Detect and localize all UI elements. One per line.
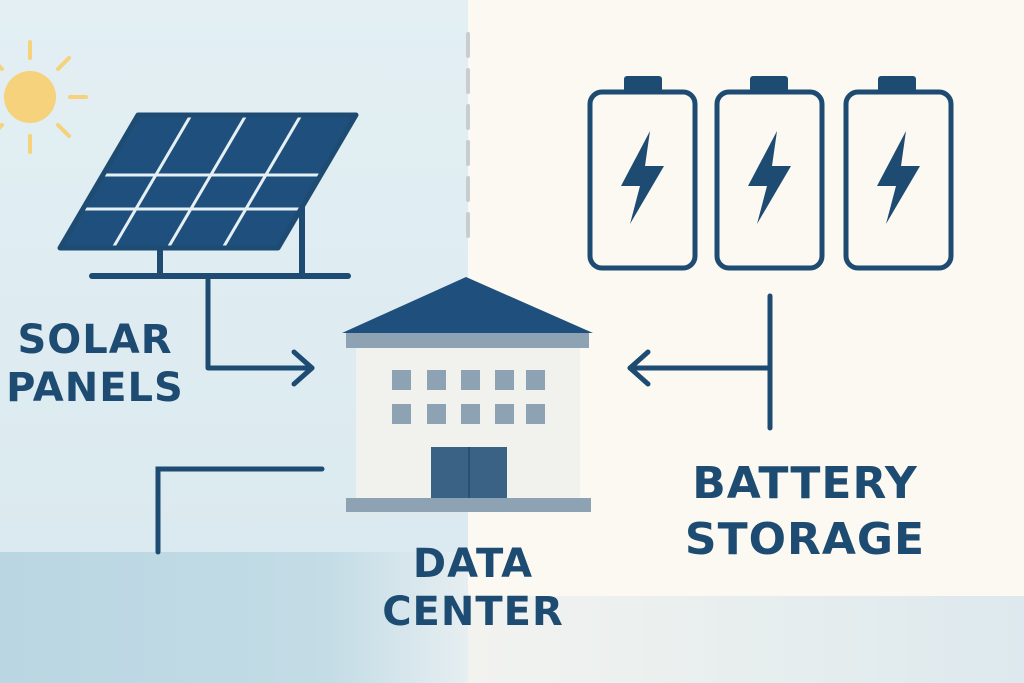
solar-label-line-1: SOLAR xyxy=(17,317,173,363)
battery-icon xyxy=(843,76,954,271)
battery-label-line-1: BATTERY xyxy=(692,458,918,509)
lightning-bolt-icon xyxy=(877,131,920,224)
solar-to-datacenter-arrow xyxy=(205,277,315,387)
solar-label-line-2: PANELS xyxy=(6,365,184,411)
battery-icon xyxy=(587,76,698,271)
battery-to-datacenter-arrow xyxy=(627,293,773,431)
lightning-bolt-icon xyxy=(748,131,791,224)
data-center-label-line-2: CENTER xyxy=(382,589,564,635)
ground-left xyxy=(0,552,468,683)
data-center-label-line-1: DATA xyxy=(412,541,534,587)
sun-icon xyxy=(0,40,88,154)
battery-icon xyxy=(714,76,825,271)
battery-label-line-2: STORAGE xyxy=(684,514,926,565)
lightning-bolt-icon xyxy=(621,131,664,224)
solar-panel-icon xyxy=(57,112,359,279)
data-center-label: DATA CENTER xyxy=(368,540,578,636)
ground-connector-line xyxy=(155,466,325,555)
battery-storage-label: BATTERY STORAGE xyxy=(660,456,950,568)
ground-right xyxy=(468,596,1024,683)
data-center-building-icon xyxy=(342,277,593,512)
solar-panels-label: SOLAR PANELS xyxy=(0,316,190,412)
